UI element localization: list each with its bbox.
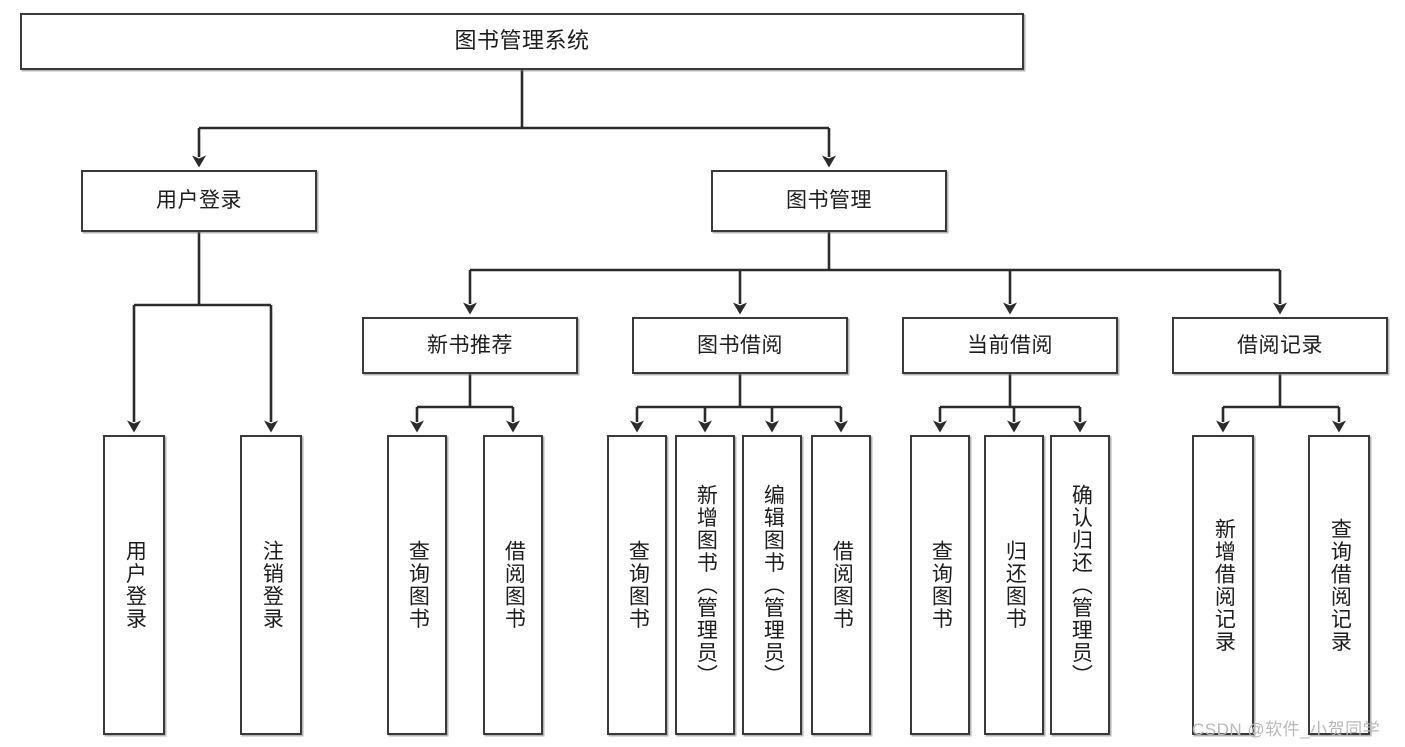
node-label: 归还图书	[1003, 540, 1027, 630]
node-label: 当前借阅	[967, 333, 1053, 357]
node-label: 图书管理	[786, 189, 872, 213]
node-label: 编辑图书（管理员）	[761, 483, 785, 687]
node-label: 查询图书	[406, 540, 430, 630]
csdn-watermark: CSDN @软件_小贺同学	[1192, 720, 1381, 739]
node-leaf-add-book-admin[interactable]: 新增图书（管理员）	[675, 435, 735, 735]
node-label: 借阅记录	[1237, 333, 1323, 357]
node-leaf-query-book-1[interactable]: 查询图书	[387, 435, 447, 735]
node-book-borrow[interactable]: 图书借阅	[632, 317, 848, 374]
node-leaf-query-book-3[interactable]: 查询图书	[910, 435, 970, 735]
node-leaf-borrow-book-1[interactable]: 借阅图书	[483, 435, 543, 735]
node-label: 图书借阅	[697, 333, 783, 357]
node-label: 查询图书	[929, 540, 953, 630]
node-current-borrow[interactable]: 当前借阅	[902, 317, 1118, 374]
node-label: 查询图书	[626, 540, 650, 630]
node-leaf-user-logout[interactable]: 注销登录	[240, 435, 302, 735]
node-label: 新增借阅记录	[1212, 517, 1236, 653]
node-leaf-borrow-book-2[interactable]: 借阅图书	[811, 435, 871, 735]
node-label: 图书管理系统	[454, 28, 590, 54]
node-label: 用户登录	[156, 189, 242, 213]
node-user-login[interactable]: 用户登录	[81, 170, 317, 232]
node-leaf-user-login[interactable]: 用户登录	[103, 435, 165, 735]
node-leaf-edit-book-admin[interactable]: 编辑图书（管理员）	[742, 435, 802, 735]
node-label: 用户登录	[123, 540, 147, 630]
node-new-book-recommend[interactable]: 新书推荐	[362, 317, 578, 374]
node-label: 借阅图书	[502, 540, 526, 630]
node-label: 新书推荐	[427, 333, 513, 357]
node-label: 确认归还（管理员）	[1069, 483, 1093, 687]
node-label: 查询借阅记录	[1328, 517, 1352, 653]
node-label: 注销登录	[260, 540, 284, 630]
node-leaf-query-book-2[interactable]: 查询图书	[607, 435, 667, 735]
node-book-management-system[interactable]: 图书管理系统	[20, 13, 1024, 70]
node-leaf-confirm-return-admin[interactable]: 确认归还（管理员）	[1050, 435, 1110, 735]
node-borrow-record[interactable]: 借阅记录	[1172, 317, 1388, 374]
node-leaf-add-borrow-record[interactable]: 新增借阅记录	[1192, 435, 1254, 735]
node-leaf-query-borrow-record[interactable]: 查询借阅记录	[1308, 435, 1370, 735]
node-leaf-return-book[interactable]: 归还图书	[984, 435, 1044, 735]
node-label: 借阅图书	[830, 540, 854, 630]
node-book-manage[interactable]: 图书管理	[711, 170, 947, 232]
node-label: 新增图书（管理员）	[694, 483, 718, 687]
